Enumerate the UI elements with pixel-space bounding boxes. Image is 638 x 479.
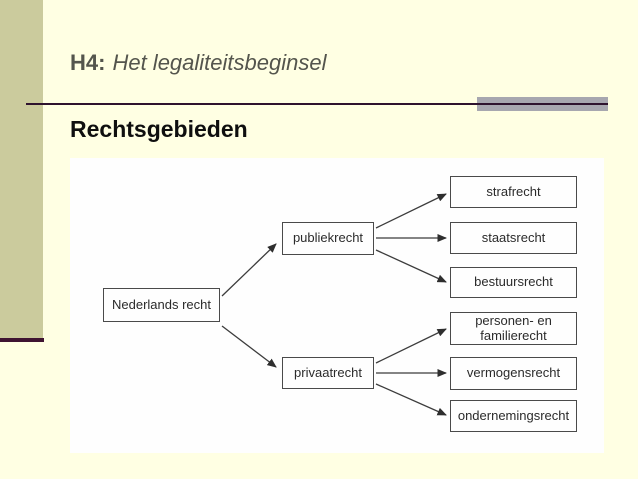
node-strafrecht: strafrecht: [450, 176, 577, 208]
diagram-panel: Nederlands recht publiekrecht privaatrec…: [70, 158, 604, 453]
left-accent-bar: [0, 0, 43, 338]
section-heading: Rechtsgebieden: [70, 116, 248, 142]
slide-title-main: Het legaliteitsbeginsel: [112, 50, 327, 75]
arrow-root-to-publiekrecht: [221, 243, 277, 297]
arrow-privaat-to-personenrecht: [375, 328, 447, 364]
arrow-root-to-privaatrecht: [221, 325, 277, 368]
diagram-arrows: [221, 193, 447, 416]
arrow-privaat-to-ondernemingsrecht: [375, 383, 447, 416]
arrow-publiek-to-bestuursrecht: [375, 249, 447, 283]
slide-title: H4:Het legaliteitsbeginsel: [70, 50, 326, 76]
node-vermogensrecht: vermogensrecht: [450, 357, 577, 390]
separator-line: [26, 103, 608, 105]
node-nederlands-recht: Nederlands recht: [103, 288, 220, 322]
left-accent-bar-underline: [0, 338, 44, 342]
node-ondernemingsrecht: ondernemingsrecht: [450, 400, 577, 432]
node-publiekrecht: publiekrecht: [282, 222, 374, 255]
node-privaatrecht: privaatrecht: [282, 357, 374, 389]
slide-title-prefix: H4:: [70, 50, 106, 75]
node-staatsrecht: staatsrecht: [450, 222, 577, 254]
arrow-publiek-to-strafrecht: [375, 193, 447, 229]
node-bestuursrecht: bestuursrecht: [450, 267, 577, 298]
node-personen-familierecht: personen- en familierecht: [450, 312, 577, 345]
